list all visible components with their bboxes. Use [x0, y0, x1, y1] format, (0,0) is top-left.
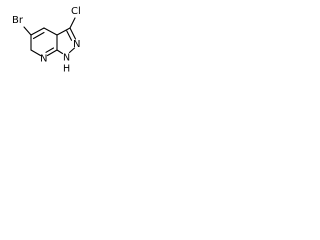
atom-label-nh-nitrogen: N — [63, 53, 70, 64]
atom-label-pyridine-nitrogen: N — [40, 54, 47, 65]
bond-c3-n2 — [69, 27, 77, 40]
atom-label-pyrazole-nitrogen: N — [73, 39, 80, 50]
bond-c6-c7 — [43, 27, 58, 36]
atom-label-nh-hydrogen: H — [63, 64, 70, 75]
chemical-structure-diagram: Br Cl N N N H — [12, 6, 81, 75]
bond-c7a-n-pyridine-double-inner — [45, 47, 55, 53]
bond-c7-c3 — [56, 27, 71, 36]
bond-c3-cl — [69, 17, 76, 29]
bond-c5-c6-double-inner — [32, 31, 45, 40]
atom-label-chlorine: Cl — [71, 6, 81, 17]
bond-c3-n2-double-inner — [66, 30, 73, 41]
bond-n-pyridine-c4 — [30, 49, 42, 57]
bond-c7a-n-pyridine — [46, 49, 58, 57]
bond-n1-c7a — [56, 49, 64, 55]
bond-n2-n1 — [68, 47, 76, 54]
atom-label-bromine: Br — [12, 15, 24, 26]
bond-c5-br — [23, 26, 32, 36]
bond-c5-c6 — [30, 27, 45, 36]
